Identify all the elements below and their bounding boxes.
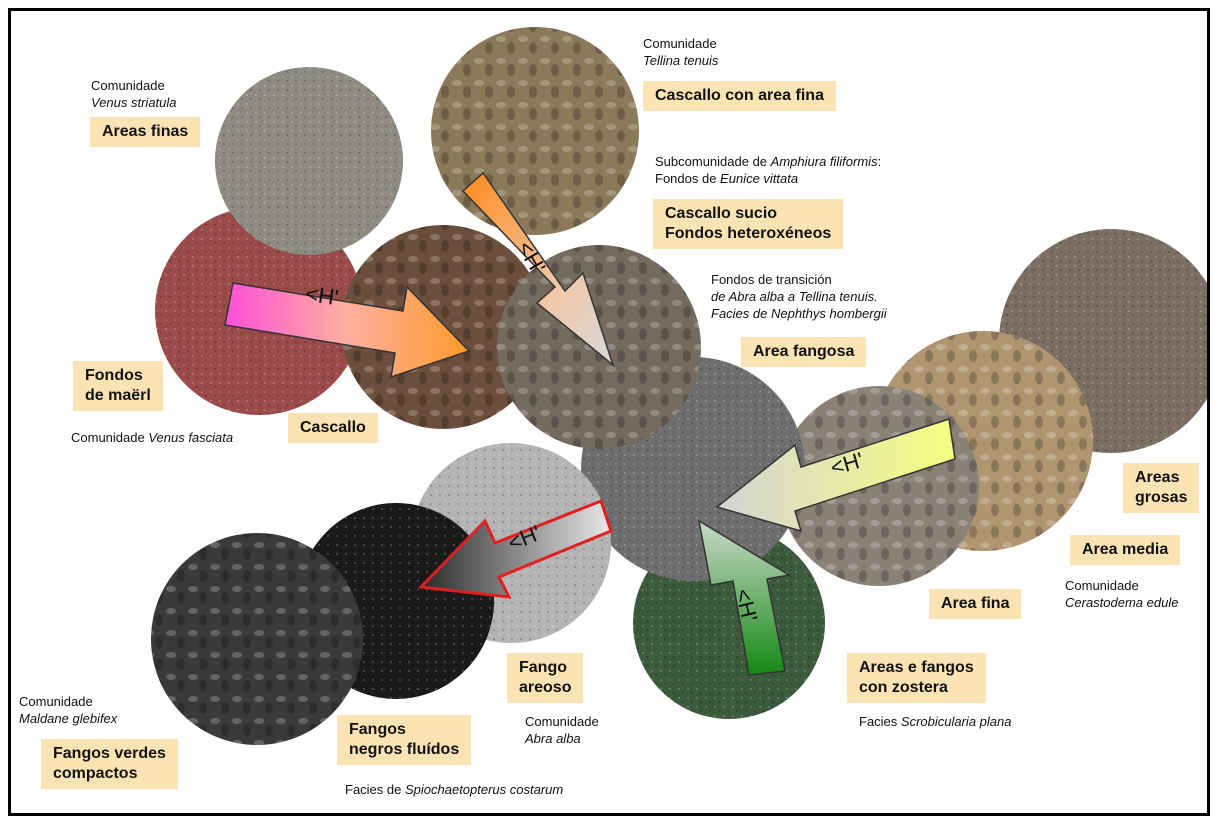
annotation-text: Fondos de	[655, 171, 720, 186]
annotation-species: Venus fasciata	[148, 430, 233, 445]
annotation-line: Fondos de transición	[711, 271, 887, 288]
annotation-species: Tellina tenuis.	[799, 289, 878, 304]
annotation-species: Spiochaetopterus costarum	[405, 782, 563, 797]
annotation-amphiura: Subcomunidade de Amphiura filiformis: Fo…	[655, 153, 881, 187]
annotation-species: Venus striatula	[91, 95, 177, 110]
annotation-tellina-tenuis: Comunidade Tellina tenuis	[643, 35, 718, 69]
annotation-text: Comunidade	[71, 430, 148, 445]
annotation-species: Amphiura filiformis	[771, 154, 878, 169]
annotation-species: Abra alba	[729, 289, 785, 304]
annotation-species: Eunice vittata	[720, 171, 798, 186]
label-area-media: Area media	[1070, 535, 1180, 565]
annotation-text: Facies de	[345, 782, 405, 797]
label-area-fina: Area fina	[929, 589, 1021, 619]
annotation-cerastoderma: Comunidade Cerastodema edule	[1065, 577, 1178, 611]
tile-areas-finas-sand	[215, 67, 403, 255]
annotation-text: Facies	[859, 714, 901, 729]
annotation-species: Facies de Nephthys hombergii	[711, 306, 887, 321]
annotation-species: Cerastodema edule	[1065, 595, 1178, 610]
annotation-text: Subcomunidade de	[655, 154, 771, 169]
label-cascallo-sucio: Cascallo sucio Fondos heteroxéneos	[653, 199, 843, 249]
label-fango-areoso: Fango areoso	[507, 653, 583, 703]
annotation-text: a	[784, 289, 798, 304]
annotation-line: Comunidade	[91, 77, 177, 94]
annotation-line: Comunidade	[525, 713, 599, 730]
annotation-maldane: Comunidade Maldane glebifex	[19, 693, 117, 727]
tile-fangos-verdes	[151, 533, 363, 745]
annotation-line: Comunidade	[1065, 577, 1178, 594]
label-fangos-verdes: Fangos verdes compactos	[41, 739, 178, 789]
label-fangos-negros: Fangos negros fluídos	[337, 715, 471, 765]
annotation-text: de	[711, 289, 729, 304]
annotation-species: Maldane glebifex	[19, 711, 117, 726]
annotation-scrobicularia: Facies Scrobicularia plana	[859, 713, 1011, 730]
label-cascallo-area-fina: Cascallo con area fina	[643, 81, 836, 111]
sediment-tiles	[151, 27, 1207, 745]
annotation-text: :	[878, 154, 882, 169]
annotation-species: Tellina tenuis	[643, 53, 718, 68]
label-areas-grosas: Areas grosas	[1123, 463, 1199, 513]
label-cascallo: Cascallo	[288, 413, 378, 443]
annotation-species: Scrobicularia plana	[901, 714, 1012, 729]
label-area-fangosa: Area fangosa	[741, 337, 866, 367]
annotation-line: Comunidade	[643, 35, 718, 52]
annotation-transicion: Fondos de transición de Abra alba a Tell…	[711, 271, 887, 322]
annotation-spiochaetopterus: Facies de Spiochaetopterus costarum	[345, 781, 563, 798]
annotation-venus-fasciata: Comunidade Venus fasciata	[71, 429, 233, 446]
figure-frame: <H' <H' <H' <H' <H' Areas finas Cascallo…	[8, 8, 1210, 816]
label-areas-zostera: Areas e fangos con zostera	[847, 653, 986, 703]
annotation-species: Abra alba	[525, 731, 581, 746]
annotation-abra-alba: Comunidade Abra alba	[525, 713, 599, 747]
arrow-label: <H'	[304, 281, 340, 310]
annotation-venus-striatula: Comunidade Venus striatula	[91, 77, 177, 111]
tile-cascallo-area-fina	[431, 27, 639, 235]
label-areas-finas: Areas finas	[90, 117, 200, 147]
label-fondos-maerl: Fondos de maërl	[73, 361, 163, 411]
annotation-line: Comunidade	[19, 693, 117, 710]
